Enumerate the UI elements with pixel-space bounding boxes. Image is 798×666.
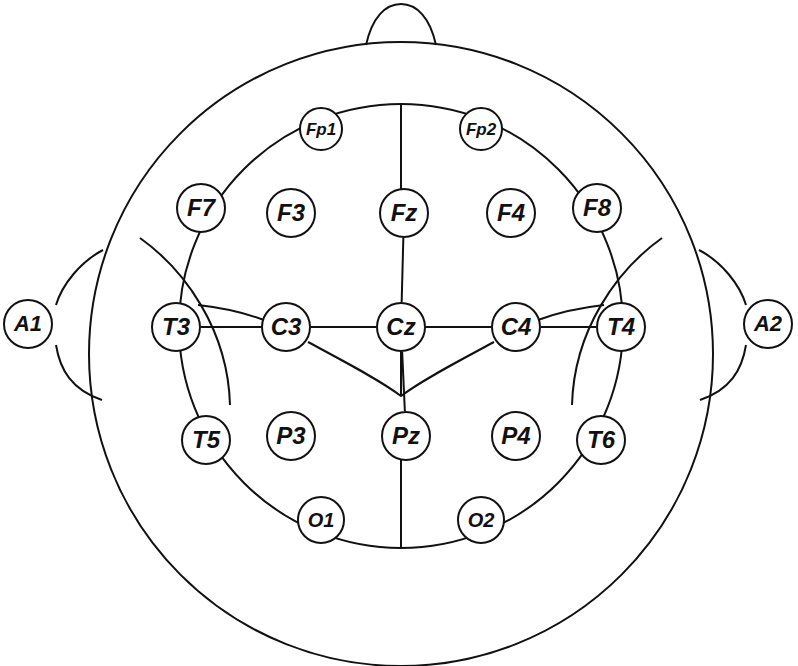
electrode-label: O1 xyxy=(308,510,335,530)
electrode-circle: Pz xyxy=(381,411,431,461)
electrode-circle: Fz xyxy=(379,188,429,238)
electrode-circle: A1 xyxy=(3,299,53,349)
electrode-circle: F7 xyxy=(176,183,226,233)
electrode-label: Pz xyxy=(392,424,420,448)
temporal-arc xyxy=(572,238,662,405)
electrode-label: P3 xyxy=(276,424,305,448)
electrode-circle: T6 xyxy=(576,415,626,465)
nose-outline xyxy=(366,4,436,45)
oblique-line xyxy=(538,305,604,320)
electrode-circle: C3 xyxy=(261,302,311,352)
electrode-label: C3 xyxy=(271,315,302,339)
electrode-label: F4 xyxy=(497,201,525,225)
electrode-circle: P3 xyxy=(266,411,316,461)
electrode-circle: P4 xyxy=(491,411,541,461)
ear-outline xyxy=(56,250,103,400)
electrode-label: F8 xyxy=(583,196,611,220)
electrode-circle: T3 xyxy=(151,302,201,352)
electrode-label: T3 xyxy=(162,315,190,339)
midline xyxy=(400,460,402,548)
electrode-connector xyxy=(311,326,376,328)
electrode-circle: Fp2 xyxy=(459,107,503,151)
electrode-circle: O2 xyxy=(457,496,505,544)
electrode-connector xyxy=(426,326,491,328)
electrode-label: T5 xyxy=(192,428,220,452)
electrode-label: A2 xyxy=(754,313,782,335)
electrode-connector xyxy=(201,326,261,328)
electrode-circle: T5 xyxy=(181,415,231,465)
temporal-arc xyxy=(140,238,230,405)
electrode-circle: F4 xyxy=(486,188,536,238)
electrode-label: F7 xyxy=(187,196,215,220)
electrode-circle: O1 xyxy=(297,496,345,544)
electrode-circle: A2 xyxy=(743,299,793,349)
electrode-label: P4 xyxy=(501,424,530,448)
electrode-label: T6 xyxy=(587,428,615,452)
electrode-label: A1 xyxy=(14,313,42,335)
electrode-label: Fz xyxy=(391,201,418,225)
electrode-circle: T4 xyxy=(596,302,646,352)
inner-circle xyxy=(179,104,623,548)
electrode-circle: Cz xyxy=(376,302,426,352)
electrode-circle: Fp1 xyxy=(299,107,343,151)
electrode-connector xyxy=(402,352,405,411)
electrode-label: Fp1 xyxy=(306,121,336,138)
electrode-label: Fp2 xyxy=(466,121,496,138)
electrode-label: T4 xyxy=(607,315,635,339)
electrode-label: F3 xyxy=(277,201,305,225)
ear-outline xyxy=(699,250,746,400)
electrode-connector xyxy=(541,326,596,328)
electrode-circle: C4 xyxy=(491,302,541,352)
electrode-label: Cz xyxy=(386,315,415,339)
head-circle xyxy=(89,42,713,666)
electrode-circle: F8 xyxy=(572,183,622,233)
electrode-label: C4 xyxy=(501,315,532,339)
midline xyxy=(400,104,402,190)
electrode-label: O2 xyxy=(468,510,495,530)
electrode-circle: F3 xyxy=(266,188,316,238)
electrode-connector xyxy=(402,238,404,302)
oblique-line xyxy=(198,305,264,320)
